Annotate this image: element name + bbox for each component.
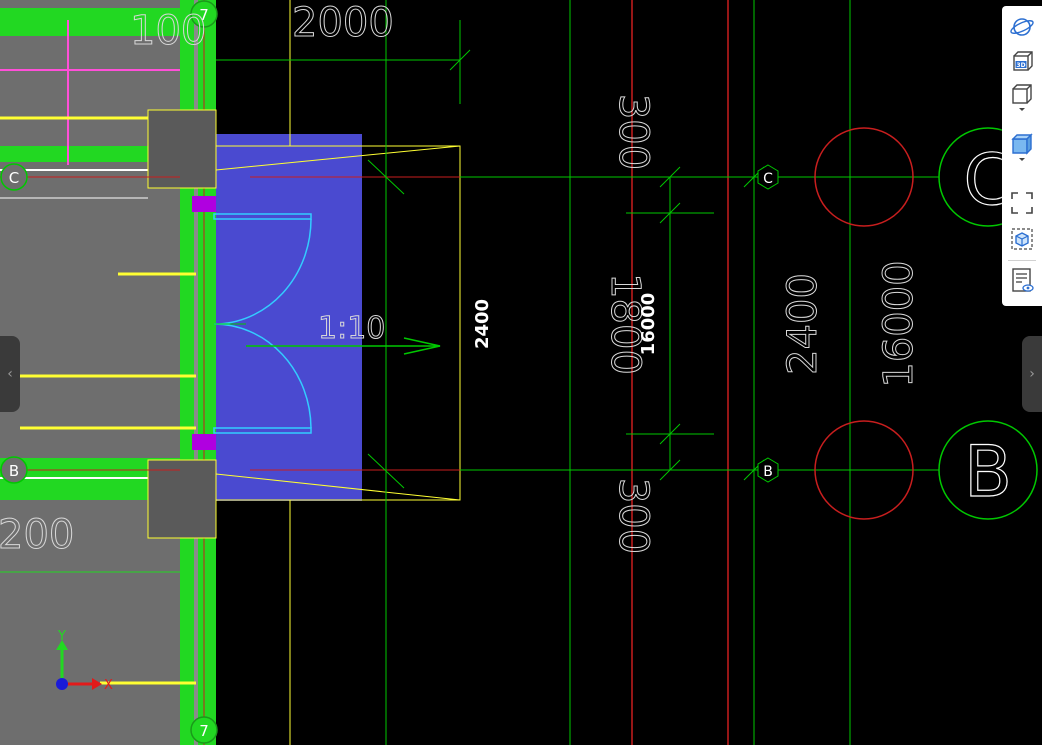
svg-text:7: 7 — [199, 6, 209, 24]
dim-tick — [659, 423, 681, 445]
left-panel-toggle[interactable]: ‹ — [0, 336, 20, 412]
column-circle — [814, 420, 914, 520]
dim-text: 2000 — [292, 0, 394, 46]
dropdown-caret-icon — [1019, 158, 1025, 161]
ramp-taper — [215, 145, 461, 171]
chevron-left-icon: ‹ — [7, 366, 13, 382]
ramp-area[interactable] — [216, 134, 362, 501]
dim-text: 16000 — [876, 260, 922, 387]
axis-bubble-label: B — [964, 431, 1012, 513]
dim-text: 300 — [610, 94, 656, 170]
axis-tag-7-top: 7 — [190, 0, 218, 28]
wall-band-top — [0, 8, 180, 36]
dim-text: 1800 — [602, 273, 648, 375]
3d-view-icon: 3D — [1013, 51, 1033, 71]
shaded-cube-icon — [1011, 133, 1033, 161]
dim-text: 100 — [130, 8, 206, 54]
properties-panel-icon — [1012, 268, 1034, 292]
toolbar-divider — [1008, 260, 1036, 261]
isolate-icon — [1011, 228, 1033, 250]
svg-text:Y: Y — [57, 629, 66, 644]
orbit-button[interactable] — [1006, 12, 1038, 42]
view-cube-icon — [1012, 84, 1032, 111]
dim-text: 200 — [0, 512, 74, 558]
properties-panel-button[interactable] — [1006, 266, 1038, 296]
door-leaf-top — [213, 213, 312, 220]
dim-tick — [659, 166, 681, 188]
door-leaf-bottom — [213, 427, 312, 434]
ramp-taper — [215, 473, 461, 501]
door-swing-arc — [213, 218, 312, 325]
svg-text:3D: 3D — [1016, 62, 1025, 69]
shaded-view-button[interactable] — [1006, 132, 1038, 162]
svg-text:B: B — [763, 464, 773, 480]
dim-tick — [367, 453, 405, 489]
axis-tag-b: B — [757, 457, 779, 483]
zoom-extents-icon — [1011, 192, 1033, 214]
view-cube-button[interactable] — [1006, 82, 1038, 112]
axis-tag-c-left: C — [0, 163, 28, 191]
door-swing-arc — [213, 323, 312, 429]
3d-view-button[interactable]: 3D — [1006, 46, 1038, 76]
right-panel-toggle[interactable]: › — [1022, 336, 1042, 412]
svg-text:7: 7 — [199, 722, 209, 740]
column-c7[interactable] — [147, 109, 217, 189]
dim-tick — [449, 49, 471, 71]
ramp-outline — [216, 145, 461, 501]
slope-text: 1:10 — [318, 311, 385, 346]
dim-tick — [659, 202, 681, 224]
view-toolbar: 3D — [1002, 6, 1042, 306]
svg-text:C: C — [9, 169, 19, 187]
axis-tag-c: C — [757, 164, 779, 190]
ramp-width-text: 2400 — [472, 299, 493, 349]
door-post-bottom — [192, 434, 216, 450]
chevron-right-icon: › — [1029, 366, 1035, 382]
door-post-top — [192, 196, 216, 212]
orbit-icon — [1010, 18, 1034, 36]
slope-arrowhead — [403, 337, 441, 355]
zoom-extents-button[interactable] — [1006, 188, 1038, 218]
svg-text:B: B — [9, 462, 19, 480]
dim-tick — [367, 159, 405, 195]
dropdown-caret-icon — [1019, 108, 1025, 111]
svg-text:X: X — [104, 678, 113, 693]
wall-band-c — [0, 146, 180, 162]
dim-text: 16000 — [638, 293, 659, 356]
dim-tick — [659, 459, 681, 481]
dim-text: 2400 — [780, 273, 826, 375]
column-circle — [814, 127, 914, 227]
ucs-icon: Y X — [56, 629, 113, 693]
axis-tag-7-bottom: 7 — [190, 716, 218, 744]
axis-tag-b-left: B — [0, 456, 28, 484]
svg-text:C: C — [763, 171, 773, 187]
column-b7[interactable] — [147, 459, 217, 539]
isolate-button[interactable] — [1006, 224, 1038, 254]
dim-text: 300 — [610, 478, 656, 554]
axis-bubble-b — [938, 420, 1038, 520]
